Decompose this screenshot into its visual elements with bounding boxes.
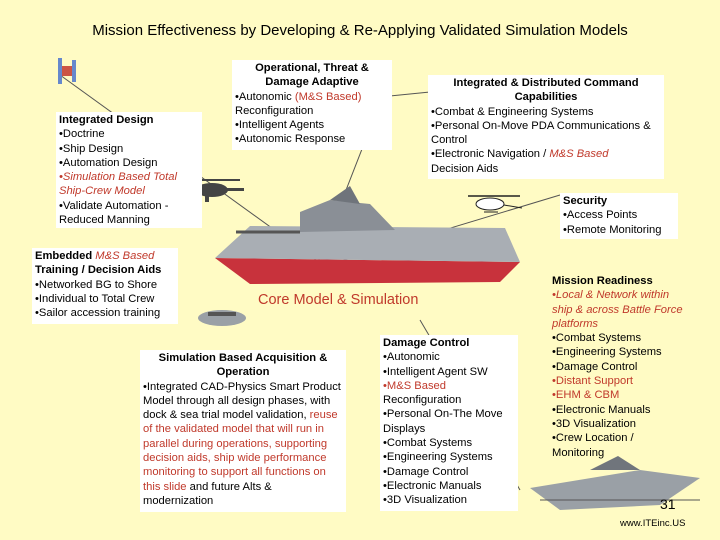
list-item: •Damage Control [552, 360, 638, 373]
list-item: •Autonomic (M&S Based) [235, 90, 389, 104]
satellite-icon [58, 58, 76, 84]
list-item: •Doctrine [59, 128, 105, 141]
ship-icon [215, 186, 520, 284]
integrated-design-box: Integrated Design •Doctrine •Ship Design… [56, 112, 202, 228]
training-box: Embedded M&S Based Training / Decision A… [32, 248, 178, 324]
damage-control-heading: Damage Control [383, 337, 470, 349]
integrated-design-heading: Integrated Design [59, 114, 154, 126]
list-item: •Ship Design [59, 142, 124, 155]
list-item: •Automation Design [59, 156, 158, 169]
command-box: Integrated & Distributed Command Capabil… [428, 75, 664, 179]
paragraph-text: and future Alts & modernization [143, 480, 272, 507]
paragraph-text: •Integrated CAD-Physics Smart Product Mo… [143, 380, 341, 422]
mission-readiness-heading: Mission Readiness [552, 275, 653, 287]
list-item: •Autonomic Response [235, 133, 346, 146]
list-item-text: •Autonomic [235, 90, 295, 103]
list-item: •Networked BG to Shore [35, 278, 158, 291]
helicopter-icon [468, 195, 523, 213]
list-item: •Access Points [563, 209, 638, 222]
website-url: www.ITEinc.US [620, 518, 686, 529]
boat-icon [198, 310, 246, 326]
list-item: •Remote Monitoring [563, 223, 662, 236]
list-item: •3D Visualization [383, 494, 467, 507]
list-item: •Distant Support [552, 375, 634, 388]
list-item: •M&S Based [383, 379, 446, 392]
list-item: •Electronic Navigation / M&S Based [431, 147, 661, 161]
stealth-ship-icon [530, 456, 700, 510]
page-number: 31 [660, 496, 676, 512]
acquisition-heading: Simulation Based Acquisition & Operation [158, 352, 328, 379]
acquisition-text: •Integrated CAD-Physics Smart Product Mo… [143, 380, 343, 509]
security-heading: Security [563, 195, 608, 207]
list-item: Reconfiguration [235, 104, 314, 117]
list-item: •Combat & Engineering Systems [431, 105, 594, 118]
mission-readiness-box: Mission Readiness •Local & Network withi… [549, 273, 689, 463]
security-box: Security •Access Points •Remote Monitori… [560, 193, 678, 239]
page-title: Mission Effectiveness by Developing & Re… [92, 22, 628, 39]
list-item-highlight: (M&S Based) [294, 90, 362, 103]
list-item: •Sailor accession training [35, 307, 161, 320]
list-item: •3D Visualization [552, 417, 636, 430]
list-item: •Autonomic [383, 351, 440, 364]
list-item: •Validate Automation - Reduced Manning [59, 199, 169, 227]
list-item: Decision Aids [431, 162, 499, 175]
list-item: •Individual to Total Crew [35, 292, 155, 305]
list-item: Reconfiguration [383, 394, 462, 407]
list-item: •Engineering Systems [552, 346, 662, 359]
list-item: •Combat Systems [383, 437, 473, 450]
list-item: •Damage Control [383, 465, 469, 478]
list-item: •Local & Network within ship & across Ba… [552, 289, 683, 330]
list-item: •Electronic Manuals [383, 479, 482, 492]
list-item: •Crew Location / Monitoring [552, 432, 634, 459]
list-item: •Engineering Systems [383, 451, 493, 464]
paragraph-highlight: reuse of the validated model that will r… [143, 409, 338, 493]
core-model-label: Core Model & Simulation [258, 292, 419, 308]
list-item: •Personal On-Move PDA Communications & C… [431, 119, 651, 147]
damage-control-box: Damage Control •Autonomic •Intelligent A… [380, 335, 518, 511]
list-item: •Intelligent Agent SW [383, 365, 488, 378]
operational-heading: Operational, Threat & Damage Adaptive [255, 62, 369, 89]
command-heading: Integrated & Distributed Command Capabil… [453, 77, 639, 104]
list-item: •Intelligent Agents [235, 119, 325, 132]
list-item: •Electronic Manuals [552, 403, 651, 416]
list-item: •Simulation Based Total Ship-Crew Model [59, 171, 177, 198]
list-item-highlight: M&S Based [549, 148, 609, 161]
training-heading: Embedded M&S Based [35, 249, 175, 263]
list-item: •Personal On-The Move Displays [383, 408, 503, 435]
heading-text: Embedded [35, 250, 96, 262]
operational-box: Operational, Threat & Damage Adaptive •A… [232, 60, 392, 150]
acquisition-box: Simulation Based Acquisition & Operation… [140, 350, 346, 512]
training-heading-line2: Training / Decision Aids [35, 264, 162, 277]
list-item-text: •Electronic Navigation / [431, 148, 550, 161]
list-item: •EHM & CBM [552, 389, 620, 402]
list-item: •Combat Systems [552, 332, 642, 345]
heading-highlight: M&S Based [95, 250, 155, 262]
